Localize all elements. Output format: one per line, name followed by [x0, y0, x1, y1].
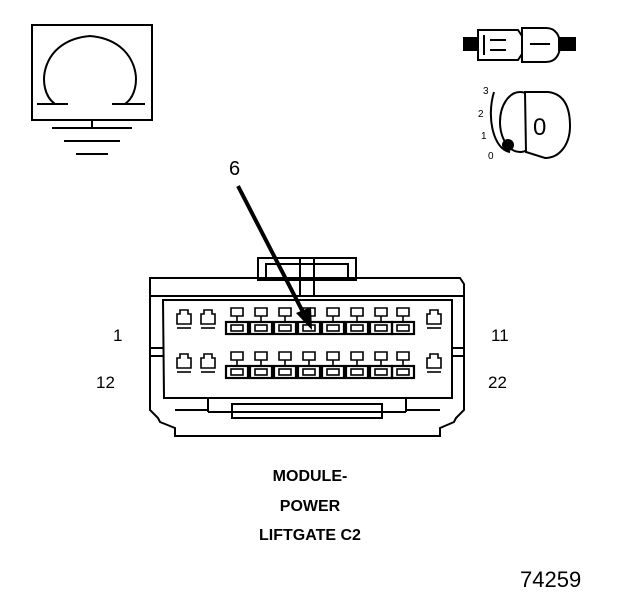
terminal-r2-c2	[248, 351, 274, 380]
terminal-r1-locking-3	[426, 309, 442, 329]
callout-label: 6	[229, 158, 241, 180]
pin-label-11: 11	[491, 326, 509, 345]
terminal-r2-c4	[296, 351, 322, 380]
terminal-r1-c4	[296, 307, 322, 336]
terminal-array	[176, 307, 442, 380]
terminal-r1-locking-2	[200, 309, 216, 329]
terminal-r1-c6	[344, 307, 370, 336]
terminal-r1-c3	[272, 307, 298, 336]
title-line-2: POWER	[279, 498, 341, 515]
figure-number: 74259	[520, 567, 582, 592]
terminal-r2-c7	[368, 351, 394, 380]
pin-label-22: 22	[488, 373, 507, 392]
terminal-r1-c2	[248, 307, 274, 336]
terminal-r2-locking-2	[200, 353, 216, 373]
terminal-r2-c1	[224, 351, 250, 380]
ohmmeter-ground-icon	[31, 24, 153, 155]
pin-label-12: 12	[96, 373, 115, 392]
terminal-r1-c8	[390, 307, 416, 336]
ignition-position-3: 3	[483, 86, 489, 97]
connector-plug-icon	[463, 27, 576, 63]
ignition-position-0: 0	[488, 151, 494, 162]
terminal-r1-locking-1	[176, 309, 192, 329]
terminal-r1-c1	[224, 307, 250, 336]
ignition-position-2: 2	[478, 109, 484, 120]
connector-body	[149, 257, 465, 437]
title-line-1: MODULE-	[272, 468, 348, 485]
terminal-r2-c3	[272, 351, 298, 380]
terminal-r2-locking-1	[176, 353, 192, 373]
ignition-key-label: 0	[533, 114, 547, 141]
pin-label-1: 1	[113, 326, 123, 345]
title-line-3: LIFTGATE C2	[259, 527, 361, 544]
terminal-r2-locking-3	[426, 353, 442, 373]
ignition-position-1: 1	[481, 131, 487, 142]
terminal-r2-c5	[320, 351, 346, 380]
terminal-r1-c5	[320, 307, 346, 336]
terminal-r1-c7	[368, 307, 394, 336]
ignition-key-icon	[489, 91, 572, 160]
terminal-r2-c6	[344, 351, 370, 380]
terminal-r2-c8	[390, 351, 416, 380]
